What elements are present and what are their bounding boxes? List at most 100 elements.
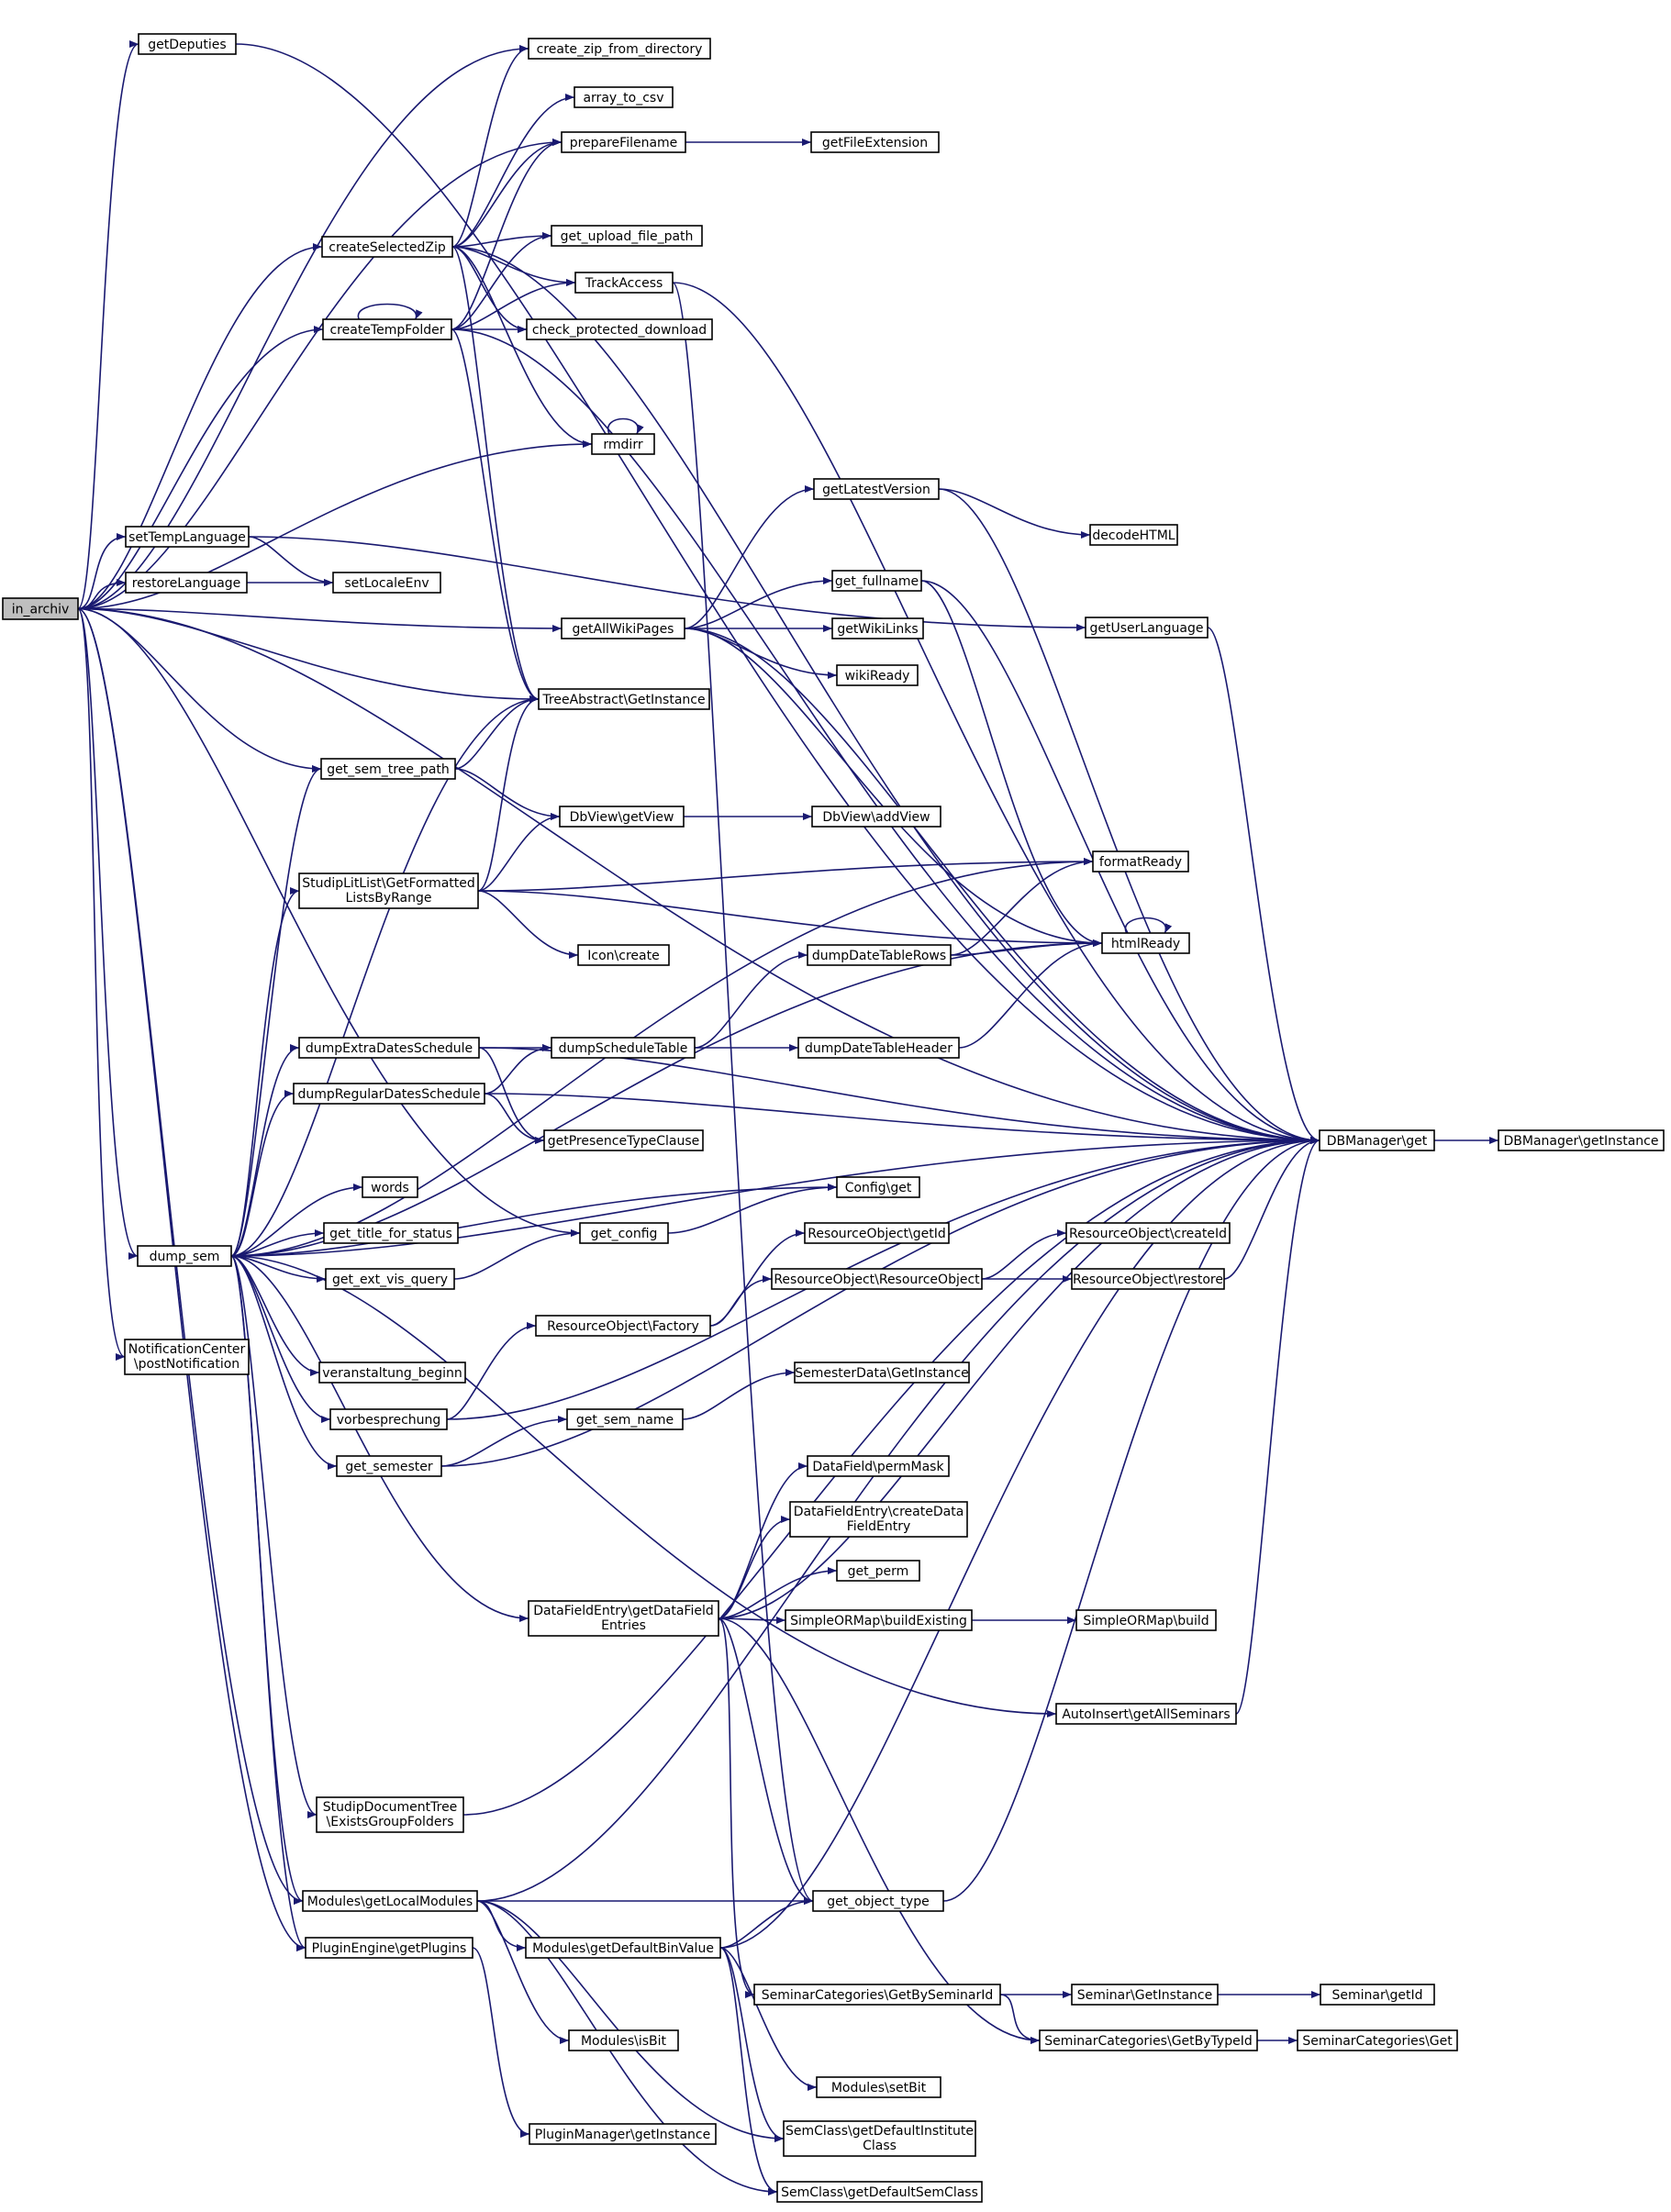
- node-dumpscheduletable[interactable]: dumpScheduleTable: [551, 1037, 696, 1059]
- node-modules-getlocalmodules[interactable]: Modules\getLocalModules: [302, 1890, 478, 1912]
- node-preparefilename[interactable]: prepareFilename: [561, 131, 686, 153]
- edge-in-archiv-to-dbmanager-get: [77, 607, 1320, 1144]
- node-pluginengine[interactable]: PluginEngine\getPlugins: [305, 1937, 473, 1959]
- node-check-protected-download[interactable]: check_protected_download: [526, 318, 713, 340]
- node-getuserlanguage[interactable]: getUserLanguage: [1085, 617, 1209, 639]
- node-label: SemesterData\GetInstance: [795, 1366, 969, 1381]
- node-sorm-buildexisting[interactable]: SimpleORMap\buildExisting: [785, 1609, 973, 1631]
- node-dump-sem[interactable]: dump_sem: [137, 1245, 232, 1267]
- node-dumpdatetablerows[interactable]: dumpDateTableRows: [807, 944, 952, 966]
- node-getdeputies[interactable]: getDeputies: [138, 33, 237, 55]
- node-df-permmask[interactable]: DataField\permMask: [807, 1455, 950, 1477]
- node-vorbesprechung[interactable]: vorbesprechung: [329, 1408, 448, 1430]
- node-label: Seminar\GetInstance: [1077, 1988, 1212, 2003]
- node-semesterdata[interactable]: SemesterData\GetInstance: [794, 1362, 970, 1384]
- node-dbview-getview[interactable]: DbView\getView: [559, 806, 685, 828]
- node-label: SemClass\getDefaultSemClass: [781, 2185, 978, 2200]
- node-ro-restore[interactable]: ResourceObject\restore: [1071, 1268, 1225, 1290]
- edge-in-archiv-to-dump-sem: [77, 607, 139, 1260]
- node-box: [1055, 1703, 1237, 1725]
- node-get-title-for-status[interactable]: get_title_for_status: [323, 1222, 459, 1244]
- node-words[interactable]: words: [362, 1176, 418, 1198]
- node-dbmanager-get[interactable]: DBManager\get: [1319, 1129, 1435, 1151]
- node-autoinsert[interactable]: AutoInsert\getAllSeminars: [1055, 1703, 1237, 1725]
- node-label: AutoInsert\getAllSeminars: [1062, 1707, 1230, 1722]
- node-treeabstract[interactable]: TreeAbstract\GetInstance: [538, 688, 710, 710]
- edge-getlatestversion-to-decodehtml: [938, 488, 1091, 539]
- node-label: in_archiv: [12, 603, 70, 617]
- node-getwikilinks[interactable]: getWikiLinks: [831, 617, 924, 639]
- node-in-archiv[interactable]: in_archiv: [2, 597, 79, 620]
- node-ro-getid[interactable]: ResourceObject\getId: [804, 1222, 950, 1244]
- node-getpresencetypeclause[interactable]: getPresenceTypeClause: [543, 1129, 704, 1151]
- node-sc-getbytypeid[interactable]: SeminarCategories\GetByTypeId: [1039, 2029, 1258, 2051]
- node-get-fullname[interactable]: get_fullname: [831, 570, 922, 592]
- node-box: [325, 1268, 455, 1290]
- node-setlocaleenv[interactable]: setLocaleEnv: [332, 572, 441, 594]
- node-box: [836, 1560, 920, 1582]
- node-rmdirr[interactable]: rmdirr: [591, 433, 655, 455]
- node-decodehtml[interactable]: decodeHTML: [1089, 524, 1178, 546]
- node-create-zip[interactable]: create_zip_from_directory: [528, 38, 711, 60]
- node-modules-getdefaultbinvalue[interactable]: Modules\getDefaultBinValue: [525, 1937, 721, 1959]
- node-label-line: FieldEntry: [847, 1519, 911, 1534]
- node-dumpregulardatesschedule[interactable]: dumpRegularDatesSchedule: [293, 1083, 485, 1105]
- node-createtempfolder[interactable]: createTempFolder: [322, 318, 452, 340]
- node-get-sem-tree-path[interactable]: get_sem_tree_path: [320, 758, 456, 780]
- node-studipdocumenttree[interactable]: StudipDocumentTree\ExistsGroupFolders: [316, 1796, 464, 1833]
- node-get-ext-vis-query[interactable]: get_ext_vis_query: [325, 1268, 455, 1290]
- node-get-object-type[interactable]: get_object_type: [812, 1890, 944, 1912]
- node-get-config[interactable]: get_config: [579, 1222, 669, 1244]
- edge-in-archiv-to-createtempfolder: [77, 326, 324, 610]
- node-get-upload-file-path[interactable]: get_upload_file_path: [551, 225, 703, 247]
- node-box: [812, 1890, 944, 1912]
- node-wikiready[interactable]: wikiReady: [836, 664, 919, 686]
- edge-htmlready-to-htmlready: [1124, 917, 1173, 934]
- node-dbmanager-getinstance[interactable]: DBManager\getInstance: [1498, 1129, 1665, 1151]
- node-dbview-addview[interactable]: DbView\addView: [811, 806, 941, 828]
- node-restorelanguage[interactable]: restoreLanguage: [125, 572, 248, 594]
- node-label: ResourceObject\restore: [1073, 1273, 1223, 1287]
- node-getlatestversion[interactable]: getLatestVersion: [813, 478, 940, 500]
- edge-dfe-getdatafieldentries-to-dbmanager-get: [718, 1137, 1320, 1619]
- node-getfileextension[interactable]: getFileExtension: [810, 131, 940, 153]
- node-veranstaltung-beginn[interactable]: veranstaltung_beginn: [318, 1362, 466, 1384]
- node-icon-create[interactable]: Icon\create: [577, 944, 670, 966]
- node-htmlready[interactable]: htmlReady: [1101, 932, 1190, 954]
- node-sc-getbyseminarid[interactable]: SeminarCategories\GetBySeminarId: [753, 1984, 1001, 2006]
- node-modules-setbit[interactable]: Modules\setBit: [816, 2076, 941, 2098]
- node-ro-factory[interactable]: ResourceObject\Factory: [535, 1315, 711, 1337]
- node-get-perm[interactable]: get_perm: [836, 1560, 920, 1582]
- node-box: [305, 1937, 473, 1959]
- node-label: Seminar\getId: [1332, 1988, 1423, 2003]
- edge-get-object-type-to-dbmanager-get: [942, 1137, 1320, 1902]
- node-settemplanguage[interactable]: setTempLanguage: [125, 526, 250, 548]
- node-modules-isbit[interactable]: Modules\isBit: [568, 2029, 679, 2051]
- node-ro-createid[interactable]: ResourceObject\createId: [1065, 1222, 1231, 1244]
- node-dumpdatetableheader[interactable]: dumpDateTableHeader: [797, 1037, 960, 1059]
- node-createselectedzip[interactable]: createSelectedZip: [321, 236, 453, 258]
- node-formatready[interactable]: formatReady: [1092, 850, 1189, 873]
- node-config-get[interactable]: Config\get: [836, 1176, 920, 1198]
- node-box: [794, 1362, 970, 1384]
- node-getallwikipages[interactable]: getAllWikiPages: [561, 617, 685, 639]
- node-notificationcenter[interactable]: NotificationCenter\postNotification: [124, 1339, 250, 1375]
- node-semclass-getdefaultsemclass[interactable]: SemClass\getDefaultSemClass: [776, 2181, 983, 2203]
- node-sc-get[interactable]: SeminarCategories\Get: [1297, 2029, 1458, 2051]
- edge-in-archiv-to-getallwikipages: [77, 607, 563, 632]
- node-ro-resourceobject[interactable]: ResourceObject\ResourceObject: [771, 1268, 983, 1290]
- node-get-semester[interactable]: get_semester: [336, 1455, 442, 1477]
- node-pluginmanager[interactable]: PluginManager\getInstance: [529, 2123, 717, 2145]
- node-seminar-getinstance[interactable]: Seminar\GetInstance: [1071, 1984, 1219, 2006]
- node-seminar-getid[interactable]: Seminar\getId: [1320, 1984, 1435, 2006]
- node-dumpextradatesschedule[interactable]: dumpExtraDatesSchedule: [298, 1037, 480, 1059]
- node-trackaccess[interactable]: TrackAccess: [574, 272, 674, 294]
- node-sorm-build[interactable]: SimpleORMap\build: [1075, 1609, 1217, 1631]
- edge-in-archiv-to-treeabstract: [77, 607, 540, 703]
- node-get-sem-name[interactable]: get_sem_name: [566, 1408, 684, 1430]
- node-array-to-csv[interactable]: array_to_csv: [574, 86, 674, 108]
